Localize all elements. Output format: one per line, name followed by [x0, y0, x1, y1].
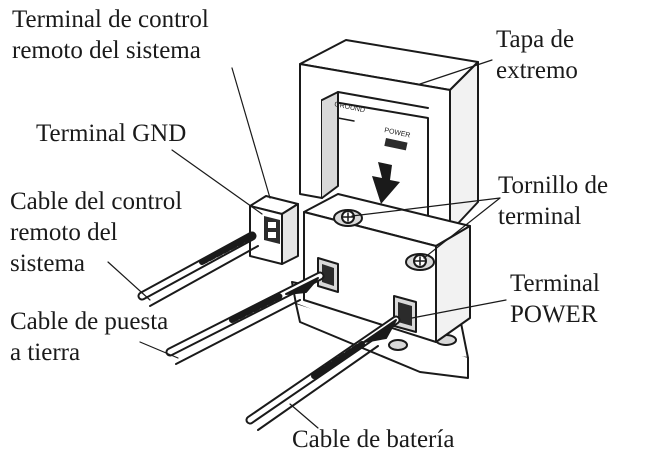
- install-arrow-icon: [372, 162, 400, 204]
- ground-cable: [165, 271, 325, 365]
- end-cap: GROUND POWER: [299, 39, 479, 233]
- label-power-terminal: Terminal POWER: [510, 270, 600, 328]
- label-gnd-terminal: Terminal GND: [36, 120, 187, 147]
- label-ground-cable: Cable de puesta a tierra: [10, 308, 169, 366]
- end-cap-power-marking: POWER: [384, 127, 411, 139]
- label-remote-terminal: Terminal de control remoto del sistema: [12, 6, 209, 64]
- label-end-cap: Tapa de extremo: [496, 26, 578, 84]
- remote-cable: [137, 231, 259, 307]
- label-remote-cable: Cable del control remoto del sistema: [10, 188, 183, 277]
- label-battery-cable: Cable de batería: [292, 426, 455, 453]
- label-terminal-screw: Tornillo de terminal: [498, 172, 609, 230]
- remote-terminal-connector: [249, 195, 299, 265]
- terminal-block-body: [291, 193, 471, 379]
- leader-lines: [107, 59, 507, 429]
- battery-cable: [245, 315, 401, 431]
